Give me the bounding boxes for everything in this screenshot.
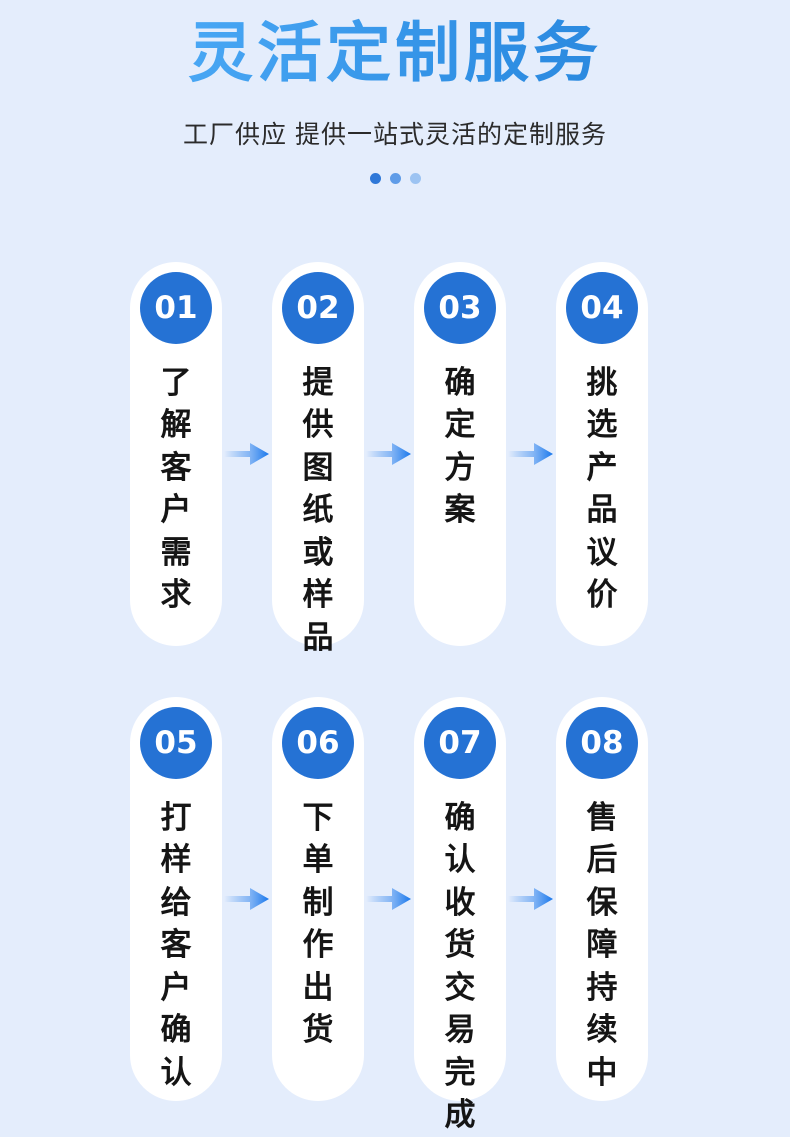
step-number-badge: 08	[566, 707, 638, 779]
step-card-07[interactable]: 07 确认收货交易完成	[414, 697, 506, 1133]
step-card-03[interactable]: 03 确定方案	[414, 262, 506, 646]
step-label: 确定方案	[444, 365, 476, 529]
step-label: 确认收货交易完成	[444, 800, 476, 1134]
step-number-badge: 03	[424, 272, 496, 344]
step-card-01[interactable]: 01 了解客户需求	[130, 262, 222, 646]
step-connector-arrow	[222, 262, 272, 646]
step-row-2: 05 打样给客户确认 06 下单制作出货 07 确认收货交易完成 08 售后保障…	[130, 697, 653, 1133]
step-label: 了解客户需求	[160, 365, 192, 614]
page-subtitle: 工厂供应 提供一站式灵活的定制服务	[183, 121, 607, 150]
step-label: 下单制作出货	[302, 800, 334, 1049]
dot-dark-icon	[369, 173, 381, 185]
arrow-right-icon	[224, 888, 269, 910]
arrow-right-icon	[366, 443, 411, 465]
step-card-08[interactable]: 08 售后保障持续中	[556, 697, 648, 1101]
step-label: 提供图纸或样品	[302, 365, 334, 656]
step-number-badge: 02	[282, 272, 354, 344]
page-title: 灵活定制服务	[0, 14, 790, 93]
arrow-right-icon	[366, 888, 411, 910]
page-header: 灵活定制服务 工厂供应 提供一站式灵活的定制服务	[0, 0, 790, 185]
step-number-badge: 05	[140, 707, 212, 779]
arrow-right-icon	[508, 443, 553, 465]
dot-medium-icon	[389, 173, 401, 185]
step-connector-arrow	[222, 697, 272, 1101]
step-row-1: 01 了解客户需求 02 提供图纸或样品 03 确定方案	[130, 262, 653, 656]
step-card-05[interactable]: 05 打样给客户确认	[130, 697, 222, 1101]
step-connector-arrow	[506, 697, 556, 1101]
step-connector-arrow	[506, 262, 556, 646]
dot-light-icon	[409, 173, 421, 185]
arrow-right-icon	[508, 888, 553, 910]
step-label: 挑选产品议价	[586, 365, 618, 614]
step-connector-arrow	[364, 697, 414, 1101]
step-card-04[interactable]: 04 挑选产品议价	[556, 262, 648, 646]
step-number-badge: 06	[282, 707, 354, 779]
step-label: 打样给客户确认	[160, 800, 192, 1091]
step-label: 售后保障持续中	[586, 800, 618, 1091]
step-connector-arrow	[364, 262, 414, 646]
step-card-06[interactable]: 06 下单制作出货	[272, 697, 364, 1101]
step-card-02[interactable]: 02 提供图纸或样品	[272, 262, 364, 656]
decorative-dots	[0, 173, 790, 185]
step-number-badge: 04	[566, 272, 638, 344]
step-number-badge: 07	[424, 707, 496, 779]
arrow-right-icon	[224, 443, 269, 465]
step-number-badge: 01	[140, 272, 212, 344]
